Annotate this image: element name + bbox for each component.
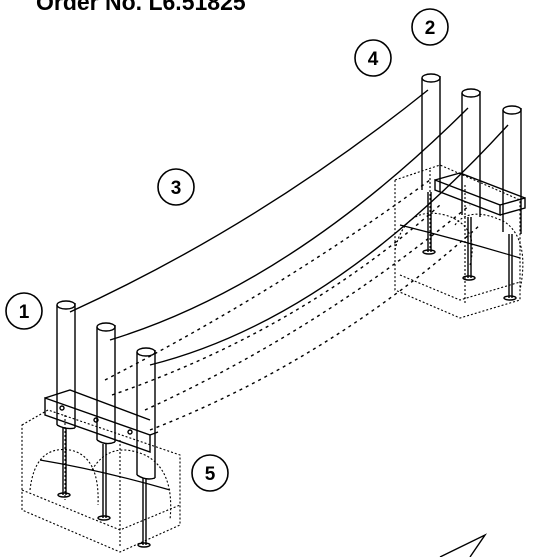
- callout-2: 2: [411, 8, 449, 46]
- walking-ropes: [104, 107, 509, 431]
- callout-4: 4: [354, 39, 392, 77]
- svg-text:2: 2: [425, 18, 436, 39]
- svg-text:1: 1: [19, 302, 30, 323]
- svg-text:5: 5: [205, 464, 216, 485]
- order-number-title: Order No. L6.51825: [36, 0, 246, 15]
- near-posts: [56, 300, 156, 548]
- callout-3: 3: [157, 168, 195, 206]
- direction-arrow: [439, 533, 488, 557]
- callout-1: 1: [5, 292, 43, 330]
- ground-cables: [39, 224, 521, 491]
- far-posts: [421, 73, 522, 301]
- svg-text:4: 4: [368, 49, 379, 70]
- handrail-rope: [69, 89, 429, 313]
- near-foundation: [21, 409, 181, 553]
- callout-5: 5: [191, 454, 229, 492]
- svg-text:3: 3: [171, 178, 182, 199]
